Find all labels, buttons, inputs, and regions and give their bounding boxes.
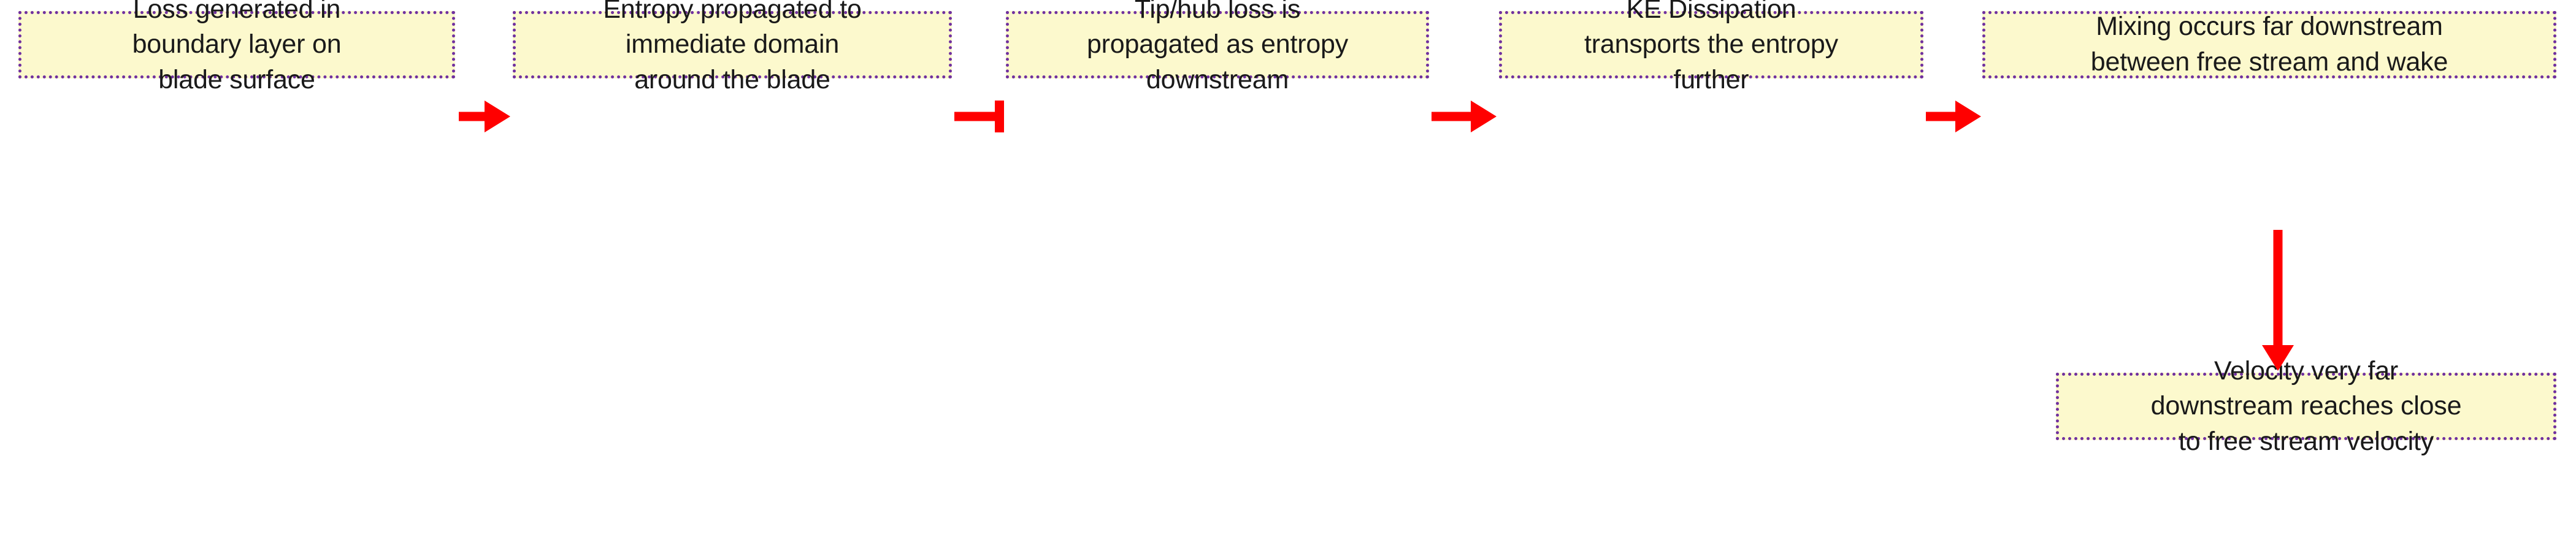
arrow-node5-to-node6 [2260, 230, 2296, 372]
mixing-occurs-box[interactable]: Mixing occurs far downstream between fre… [1982, 11, 2556, 78]
mixing-occurs-box-label: Mixing occurs far downstream between fre… [2090, 12, 2448, 77]
ke-dissipation-box-label: KE Dissipation transports the entropy fu… [1584, 0, 1838, 94]
arrow-shaft [2273, 230, 2283, 348]
entropy-propagated-box-label: Entropy propagated to immediate domain a… [603, 0, 862, 94]
arrow-shaft [954, 112, 997, 121]
tip-hub-loss-box[interactable]: Tip/hub loss is propagated as entropy do… [1006, 0, 1429, 94]
arrow-shaft [1926, 112, 1958, 121]
ke-dissipation-box[interactable]: KE Dissipation transports the entropy fu… [1499, 0, 1923, 94]
arrow-head-icon [485, 101, 510, 132]
arrow-shaft [459, 112, 487, 121]
velocity-far-downstream-box-label: Velocity very far downstream reaches clo… [2150, 356, 2462, 456]
tip-hub-loss-box-label: Tip/hub loss is propagated as entropy do… [1086, 0, 1349, 94]
arrow-bar-terminator-icon [995, 101, 1004, 132]
velocity-far-downstream-box[interactable]: Velocity very far downstream reaches clo… [2056, 356, 2556, 456]
loss-generated-box-label: Loss generated in boundary layer on blad… [132, 0, 342, 94]
entropy-propagated-box[interactable]: Entropy propagated to immediate domain a… [513, 0, 952, 94]
arrow-head-icon [1955, 101, 1981, 132]
arrow-head-icon [1471, 101, 1497, 132]
arrow-head-icon [2262, 345, 2294, 371]
arrow-shaft [1432, 112, 1473, 121]
loss-generated-box[interactable]: Loss generated in boundary layer on blad… [18, 0, 455, 94]
